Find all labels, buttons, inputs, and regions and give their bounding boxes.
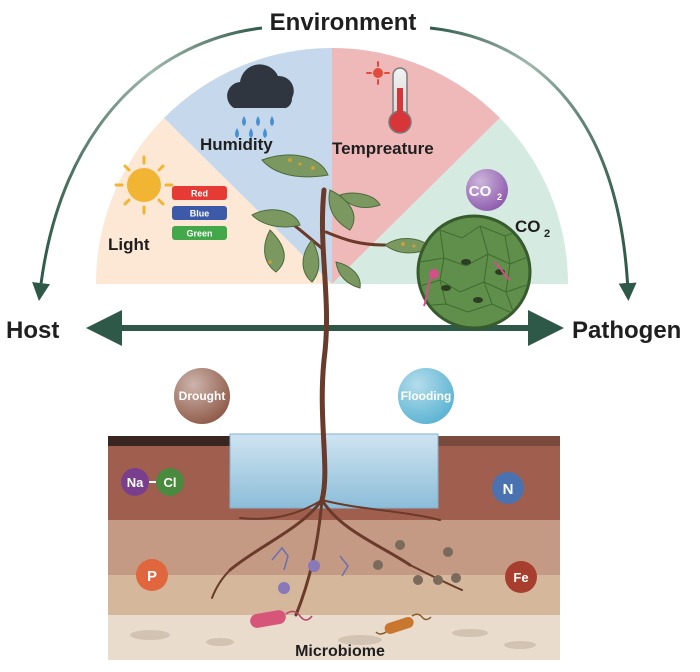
drought-bubble: Drought	[174, 368, 230, 424]
bacteria-icon-2	[375, 613, 432, 635]
label-host: Host	[6, 317, 59, 344]
sector-co2-label: CO	[515, 217, 541, 236]
sector-humidity-label: Humidity	[200, 135, 273, 154]
bacteria-icon	[250, 610, 313, 628]
flooding-bubble: Flooding	[398, 368, 454, 424]
nutrient-cl: Cl	[156, 468, 184, 496]
root-fungi	[271, 546, 349, 594]
svg-text:2: 2	[497, 192, 502, 202]
sector-temperature-label: Tempreature	[332, 139, 434, 158]
light-chip-blue: Blue	[172, 206, 227, 220]
svg-text:N: N	[503, 481, 514, 498]
environment-arch-arrow	[32, 26, 263, 301]
sector-light-label: Light	[108, 235, 150, 254]
thermometer-icon	[366, 61, 412, 134]
label-pathogen: Pathogen	[572, 317, 681, 344]
flooded-pool	[229, 433, 439, 509]
svg-text:Cl: Cl	[164, 475, 177, 490]
sector-co2-subscript: 2	[544, 228, 550, 240]
environment-arch-arrow-right	[429, 26, 637, 301]
svg-text:Na: Na	[127, 475, 144, 490]
sun-icon	[114, 155, 174, 215]
light-chip-red: Red	[172, 186, 227, 200]
co2-bubble: CO 2	[466, 169, 508, 211]
root-nodules	[373, 540, 461, 585]
nutrient-fe: Fe	[505, 561, 537, 593]
svg-text:Blue: Blue	[190, 209, 210, 219]
svg-text:Red: Red	[191, 189, 208, 199]
cloud-rain-icon	[227, 64, 294, 138]
nutrient-n: N	[492, 472, 524, 504]
light-chip-green: Green	[172, 226, 227, 240]
title-environment: Environment	[270, 9, 417, 36]
svg-text:P: P	[147, 568, 157, 585]
nutrient-p: P	[136, 559, 168, 591]
svg-text:Drought: Drought	[179, 389, 226, 403]
svg-text:Green: Green	[186, 229, 212, 239]
svg-text:CO: CO	[469, 183, 492, 200]
sector-temperature	[332, 47, 500, 285]
label-microbiome: Microbiome	[295, 643, 385, 660]
svg-text:Fe: Fe	[513, 570, 528, 585]
svg-text:Flooding: Flooding	[401, 389, 452, 403]
microscope-leaf-icon	[416, 214, 532, 330]
leaves	[251, 154, 433, 289]
nutrient-na: Na	[121, 468, 149, 496]
